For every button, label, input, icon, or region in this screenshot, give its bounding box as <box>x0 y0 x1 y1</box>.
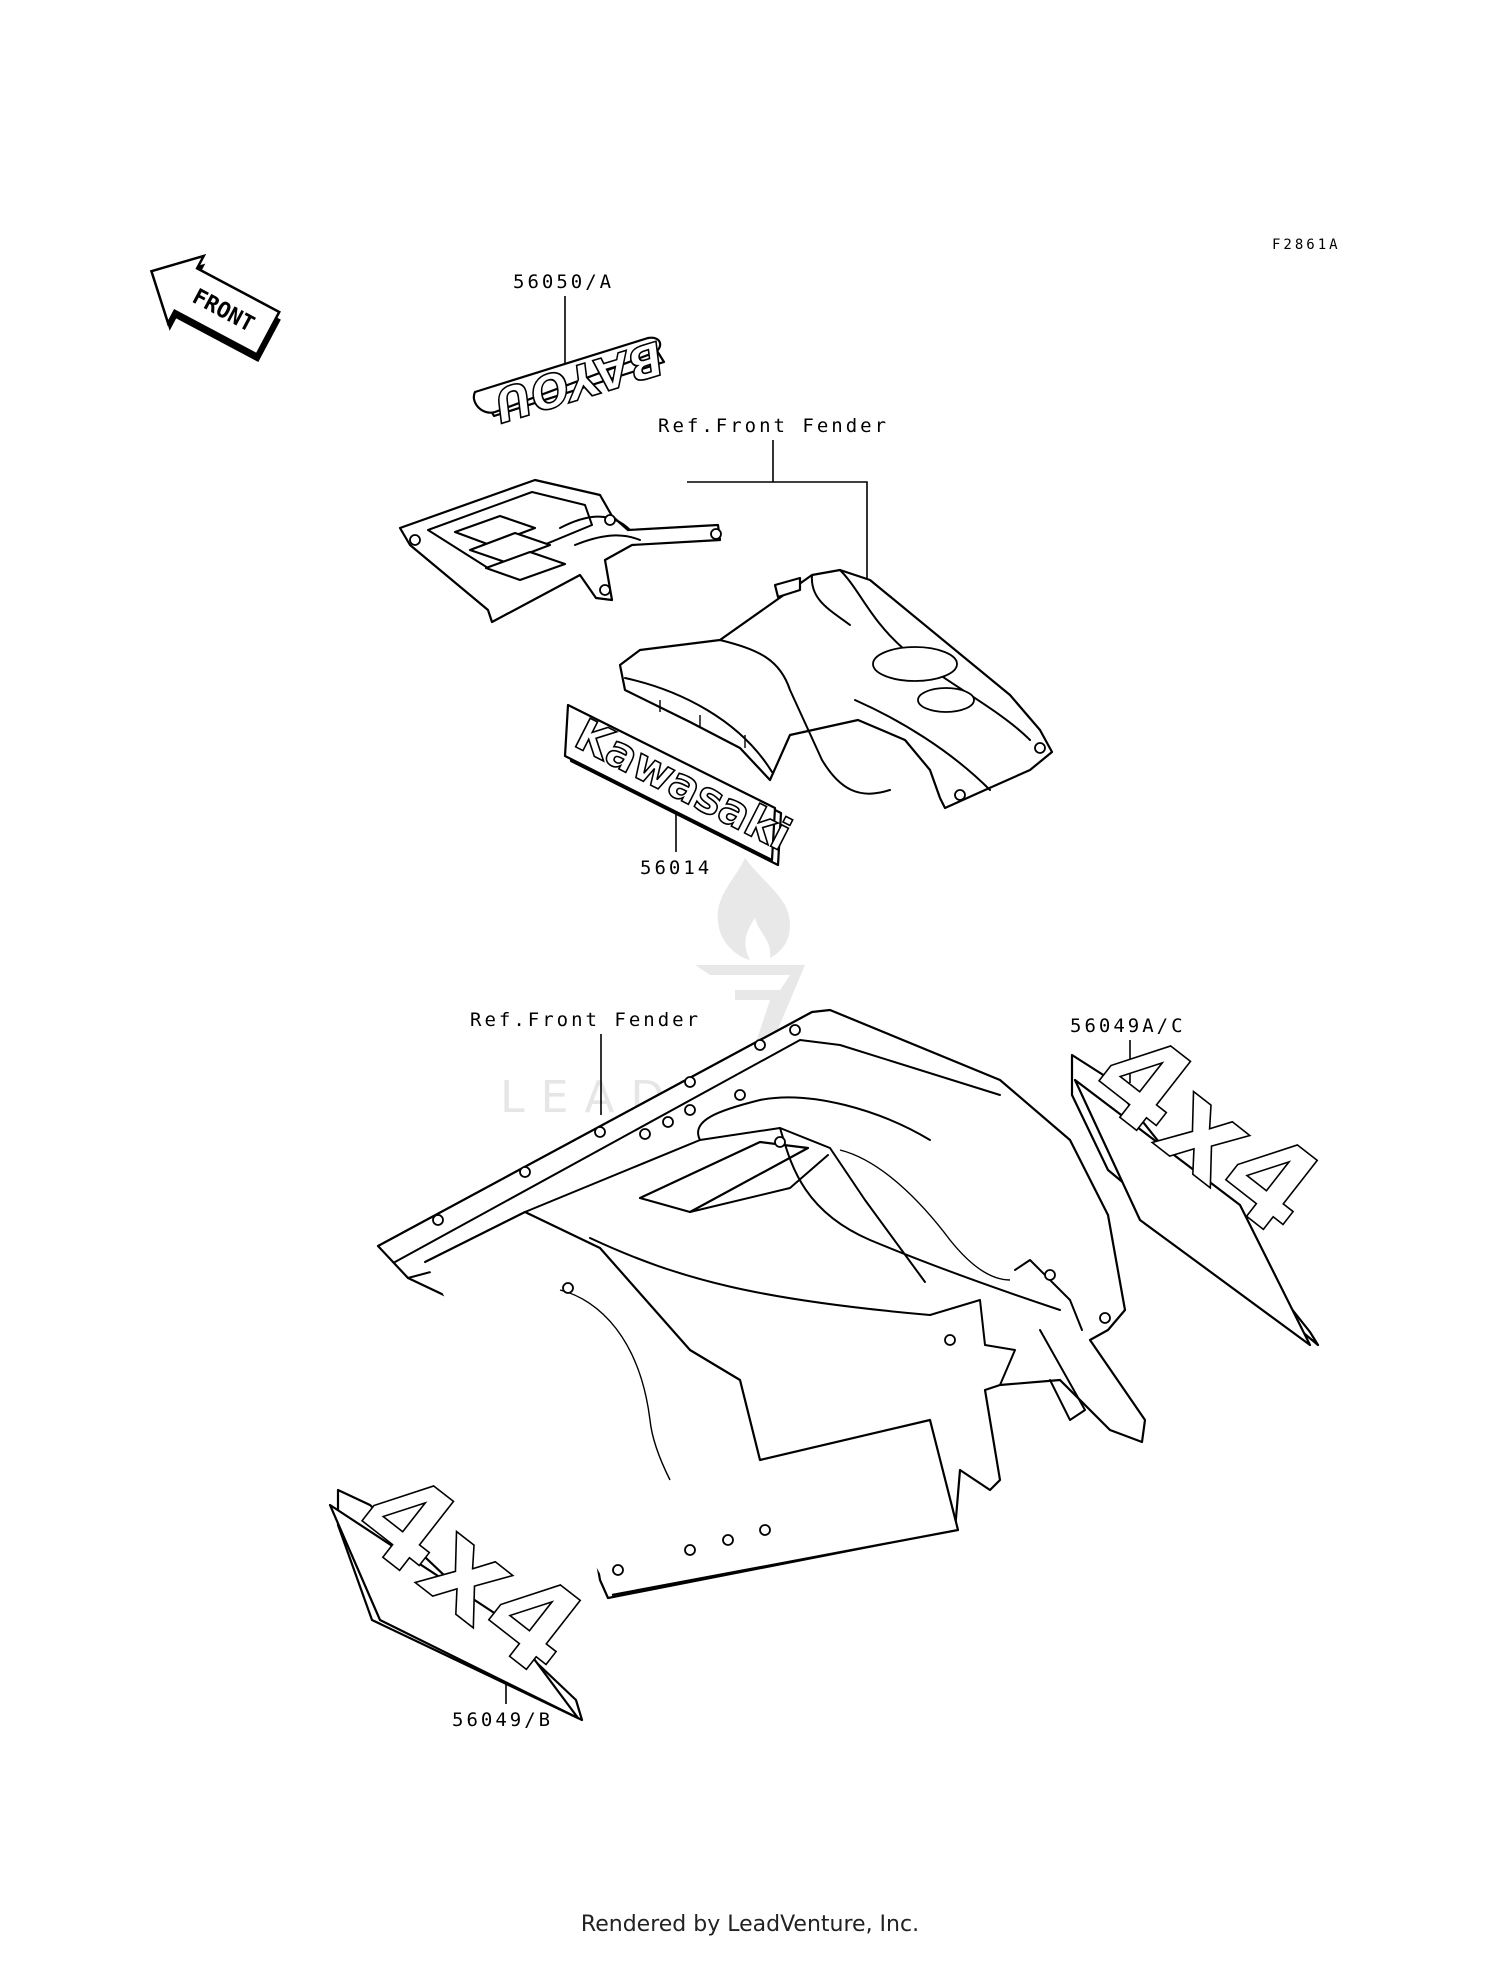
front-fender-lower <box>376 1008 1147 1600</box>
callout-56050-a: 56050/A <box>513 271 614 293</box>
callout-56014: 56014 <box>640 857 712 879</box>
callout-ref-front-fender-lower: Ref.Front Fender <box>470 1009 701 1031</box>
front-arrow-icon: FRONT <box>149 253 281 363</box>
diagram-code: F2861A <box>1272 237 1341 253</box>
front-fender-upper <box>618 568 1054 810</box>
callout-56049-b: 56049/B <box>452 1709 553 1731</box>
callout-ref-front-fender-upper: Ref.Front Fender <box>658 415 889 437</box>
callout-56049a-c: 56049A/C <box>1070 1015 1186 1037</box>
bayou-decal: BAYOU <box>472 328 666 435</box>
front-rack <box>398 478 722 624</box>
footer-credit: Rendered by LeadVenture, Inc. <box>580 1912 920 1937</box>
bayou-decal-text: BAYOU <box>492 329 665 434</box>
